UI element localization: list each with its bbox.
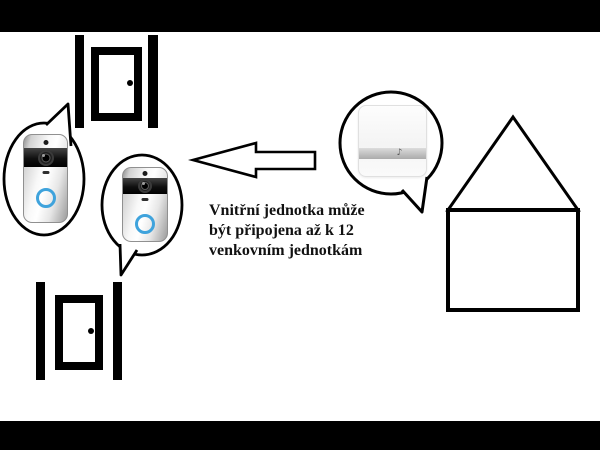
doorbell-speaker-slot <box>141 198 149 201</box>
chime-speaker-band: ♪ <box>359 148 426 159</box>
doorbell-camera-lens <box>41 153 50 163</box>
doorbell-camera-glint <box>141 182 145 186</box>
door-panel <box>91 47 142 121</box>
video-doorbell-icon-1 <box>23 134 68 223</box>
door-knob <box>127 80 133 86</box>
doorbell-sensor-dot <box>43 140 48 145</box>
doorbell-camera-icon <box>37 150 54 166</box>
doorbell-camera-icon <box>138 179 152 193</box>
chime-icon: ♪ <box>358 105 427 177</box>
house-body <box>446 208 580 312</box>
caption-line-1: Vnitřní jednotka může <box>209 202 365 219</box>
door-panel <box>55 295 103 370</box>
caption-line-3: venkovním jednotkám <box>209 242 363 259</box>
doorbell-speaker-slot <box>42 171 49 174</box>
bottom-letterbox-bar <box>0 421 600 450</box>
door-knob <box>88 328 94 334</box>
house-roof <box>445 114 581 212</box>
doorbell-button-ring <box>35 188 56 208</box>
music-note-icon: ♪ <box>396 148 403 158</box>
caption-line-2: být připojena až k 12 <box>209 222 354 239</box>
doorbell-camera-glint <box>41 153 45 157</box>
doorbell-button-ring <box>135 214 155 234</box>
door-post-left <box>36 282 45 380</box>
arrow-icon <box>188 141 317 179</box>
house-icon <box>445 114 581 312</box>
top-letterbox-bar <box>0 0 600 32</box>
door-post-right <box>113 282 122 380</box>
door-post-left <box>75 35 84 128</box>
video-doorbell-icon-2 <box>122 167 168 242</box>
doorbell-camera-lens <box>141 182 149 190</box>
doorbell-sensor-dot <box>142 171 148 176</box>
caption-text: Vnitřní jednotka může být připojena až k… <box>209 201 414 261</box>
door-post-right <box>148 35 158 128</box>
